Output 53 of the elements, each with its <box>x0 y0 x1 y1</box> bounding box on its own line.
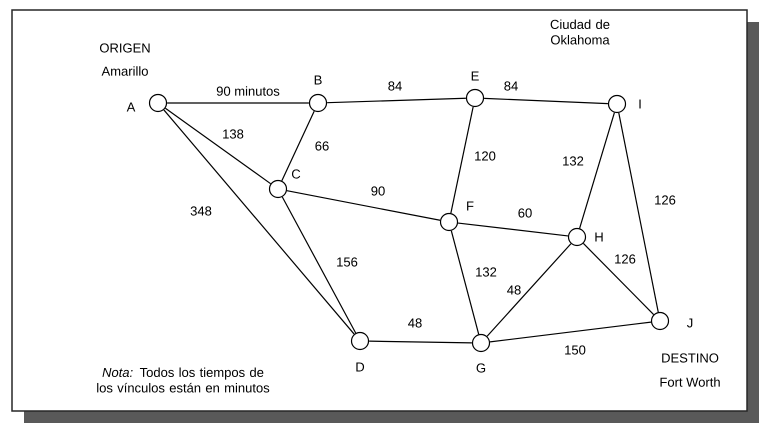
link-line <box>167 102 309 104</box>
link-line <box>369 340 472 344</box>
edge-label: 138 <box>221 128 245 140</box>
edge-label: 90 minutos <box>215 85 281 97</box>
link-line <box>484 98 608 104</box>
node-circle <box>608 94 626 114</box>
node-circle <box>350 332 370 350</box>
link-line <box>579 112 615 228</box>
link-line <box>165 108 271 184</box>
link-line <box>282 196 356 334</box>
link-line <box>618 112 659 312</box>
node-circle <box>472 334 490 352</box>
node-label: DESTINO <box>662 353 718 363</box>
link-line <box>281 111 315 181</box>
link-line <box>450 106 474 214</box>
link-line <box>490 322 652 342</box>
edge-label: 126 <box>653 194 677 206</box>
node-label: A <box>126 102 136 112</box>
link-line <box>163 110 355 334</box>
link-line <box>450 230 480 334</box>
node-circle <box>650 312 670 330</box>
node-label: Fort Worth <box>660 377 720 387</box>
node-circle <box>466 88 484 108</box>
note-text: Nota: Todos los tiempos de los vínculos están en minutos <box>97 367 270 393</box>
edge-label: 132 <box>561 155 585 167</box>
node-label: Amarillo <box>102 66 148 76</box>
edge-label: 126 <box>613 253 637 265</box>
node-circle <box>148 94 168 112</box>
node-circle <box>308 94 328 112</box>
node-label: F <box>467 202 474 210</box>
node-label: C <box>292 169 300 179</box>
node-label: G <box>476 363 486 373</box>
link-line <box>582 243 654 315</box>
node-label: H <box>595 232 603 242</box>
node-label: ORIGEN <box>100 43 150 53</box>
edge-label: 132 <box>474 266 498 278</box>
node-circle <box>440 212 458 232</box>
node-label: B <box>314 76 322 84</box>
node-label: D <box>356 362 364 372</box>
node-label: I <box>639 100 641 108</box>
link-line <box>486 243 572 337</box>
node-label: Ciudad de Oklahoma <box>550 19 610 45</box>
node-label: E <box>472 72 479 80</box>
edge-label: 120 <box>473 150 497 162</box>
node-circle <box>268 180 288 198</box>
link-line <box>286 190 440 221</box>
link-line <box>327 98 466 104</box>
edge-label: 348 <box>189 205 213 217</box>
edge-label: 150 <box>563 344 587 356</box>
link-line <box>458 222 568 237</box>
node-circle <box>568 228 586 246</box>
edge-label: 156 <box>335 256 359 268</box>
node-label: J <box>686 318 692 328</box>
